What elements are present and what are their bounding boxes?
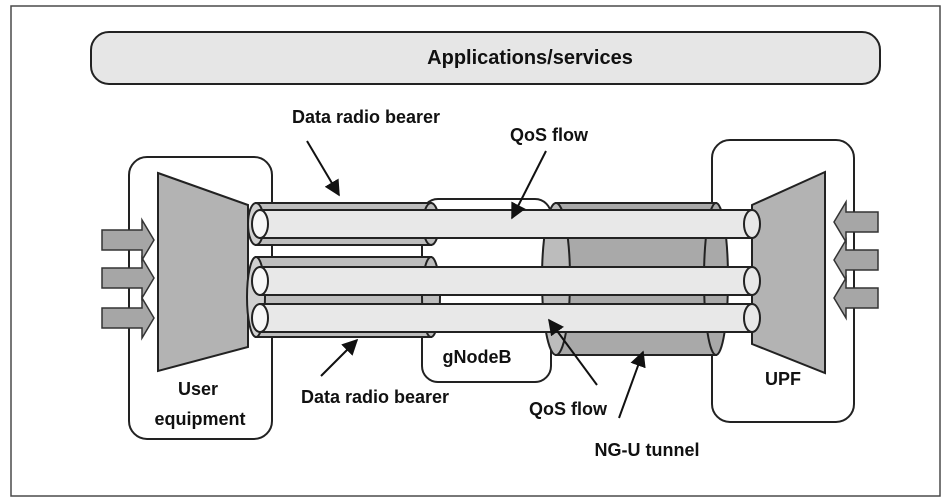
qos-bottom-pointer-arrow-icon — [548, 318, 598, 386]
qos-top-label: QoS flow — [510, 125, 589, 145]
upf-trapezoid — [751, 170, 826, 375]
qos-flow-tube-2 — [251, 266, 761, 296]
drb-top-label: Data radio bearer — [292, 107, 440, 127]
user-equipment-label-line1: User — [178, 379, 218, 399]
applications-services-label: Applications/services — [427, 47, 633, 69]
input-arrow-icon — [833, 199, 879, 245]
ngu-tunnel-pointer-arrow-icon — [618, 350, 646, 419]
drb-top-pointer-arrow-icon — [306, 140, 340, 197]
ngu-tunnel-label: NG-U tunnel — [595, 440, 700, 460]
qos-bottom-label: QoS flow — [529, 399, 608, 419]
upf-label: UPF — [765, 369, 801, 389]
drb-bottom-label: Data radio bearer — [301, 387, 449, 407]
pointer-arrows — [306, 140, 646, 419]
gnodeb-label: gNodeB — [443, 347, 512, 367]
input-arrow-icon — [101, 295, 155, 341]
ue-trapezoid — [157, 171, 249, 373]
qos-flow-tube-1 — [251, 209, 761, 239]
qos-top-pointer-arrow-icon — [511, 150, 547, 220]
applications-services-box — [90, 31, 881, 85]
input-arrow-icon — [833, 275, 879, 321]
ue-input-arrows — [101, 217, 155, 341]
input-arrow-icon — [833, 237, 879, 283]
drb-bottom-pointer-arrow-icon — [320, 338, 359, 377]
user-equipment-label-line2: equipment — [154, 409, 245, 429]
input-arrow-icon — [101, 255, 155, 301]
input-arrow-icon — [101, 217, 155, 263]
qos-flow-tube-3 — [251, 303, 761, 333]
upf-input-arrows — [833, 199, 879, 321]
